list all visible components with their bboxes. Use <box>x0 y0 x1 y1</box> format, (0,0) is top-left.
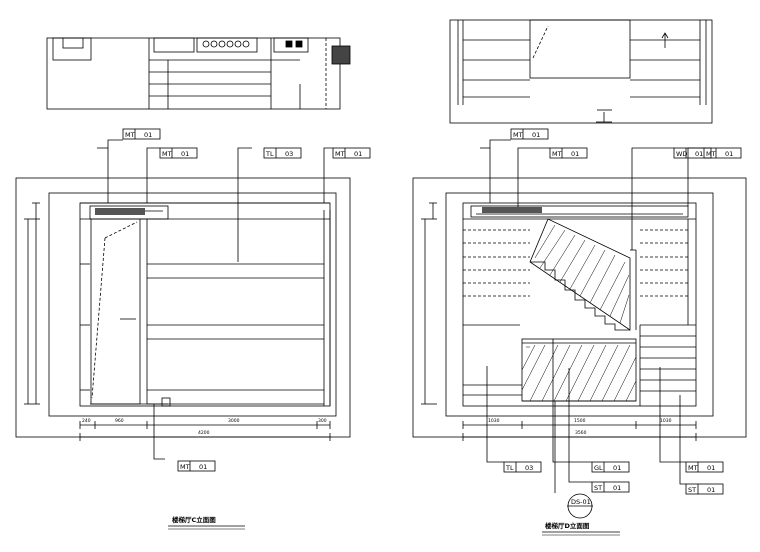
left-tag-2-code: MT <box>162 150 172 158</box>
right-plan-fragment <box>449 19 713 124</box>
left-tag-3-code: TL <box>265 150 274 158</box>
right-tag-3-num: 01 <box>695 150 703 158</box>
left-dim-1: 240 <box>82 418 91 424</box>
right-tag-7-num: 01 <box>613 484 621 492</box>
left-tag-3-num: 03 <box>285 150 293 158</box>
right-tag-9-code: ST <box>688 486 696 494</box>
left-tag-5-num: 01 <box>199 463 207 471</box>
right-elevation <box>412 139 747 536</box>
right-tag-5-code: TL <box>505 464 514 472</box>
right-tag-4-code: MT <box>706 150 716 158</box>
left-tag-4-code: MT <box>335 150 345 158</box>
right-tag-9-num: 01 <box>707 486 715 494</box>
left-tag-1-code: MT <box>125 131 135 139</box>
right-tag-6-code: GL <box>594 464 603 472</box>
left-tag-5-code: MT <box>180 463 190 471</box>
left-tag-boxes <box>122 128 371 472</box>
left-dim-4: 300 <box>318 418 327 424</box>
right-tag-boxes <box>503 128 742 495</box>
right-tag-6-num: 01 <box>613 464 621 472</box>
right-tag-1-code: MT <box>513 131 523 139</box>
left-dim-total: 4200 <box>198 430 210 436</box>
left-plan-fragment <box>46 37 351 110</box>
right-tag-3-code: WD <box>676 150 687 158</box>
right-dim-1: 1030 <box>488 418 500 424</box>
right-tag-8-num: 01 <box>707 464 715 472</box>
section-marker-label: DS-01 <box>571 498 591 506</box>
right-tag-8-code: MT <box>688 464 698 472</box>
left-drawing-title: 楼梯厅C立面图 <box>172 515 216 524</box>
right-tag-2-num: 01 <box>571 150 579 158</box>
right-tag-1-num: 01 <box>532 131 540 139</box>
left-tag-2-num: 01 <box>181 150 189 158</box>
right-tag-7-code: ST <box>594 484 602 492</box>
left-dim-2: 960 <box>115 418 124 424</box>
right-dim-3: 1030 <box>660 418 672 424</box>
right-dim-2: 1500 <box>574 418 586 424</box>
left-tag-4-num: 01 <box>354 150 362 158</box>
right-tag-5-num: 03 <box>525 464 533 472</box>
left-tag-1-num: 01 <box>144 131 152 139</box>
right-dim-total: 3560 <box>575 430 587 436</box>
right-tag-4-num: 01 <box>725 150 733 158</box>
left-elevation <box>15 139 351 530</box>
left-dim-3: 3000 <box>228 418 240 424</box>
right-tag-2-code: MT <box>552 150 562 158</box>
right-drawing-title: 楼梯厅D立面图 <box>545 521 590 530</box>
